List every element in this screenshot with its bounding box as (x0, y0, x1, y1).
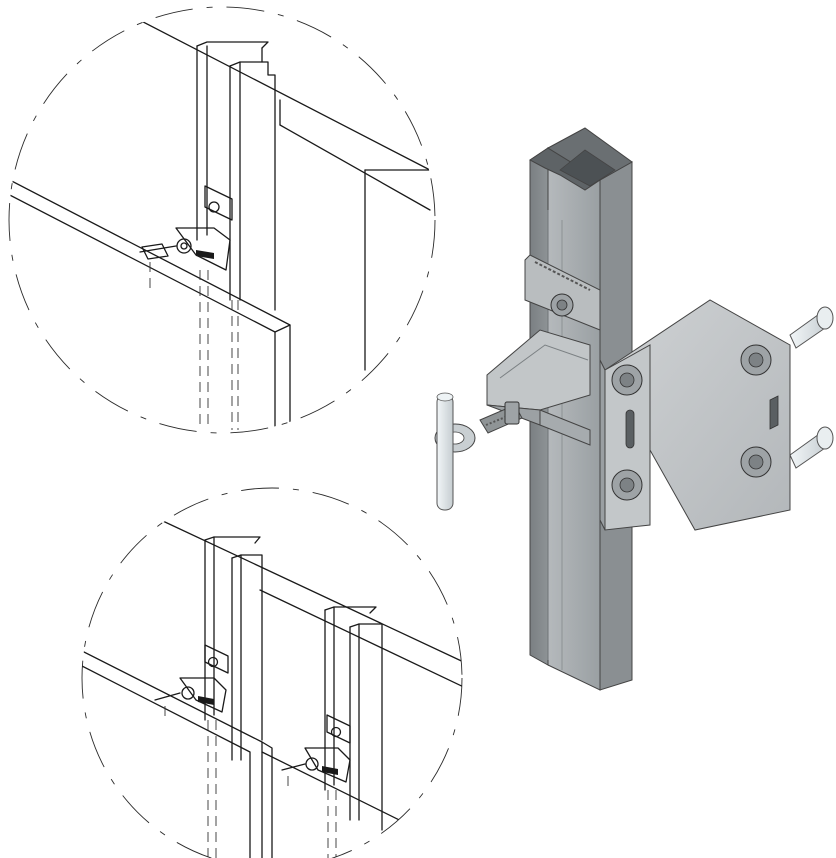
pin-rod (436, 394, 454, 511)
bolt-bracket-lower-left (611, 469, 643, 501)
bracket-slot-vertical (625, 409, 635, 449)
detail-circle-top (8, 6, 436, 434)
hex-nut (504, 401, 520, 425)
detail-view-single-upright (8, 6, 436, 434)
detail-view-panel-joint (81, 487, 463, 858)
anchor-bolt-lower (789, 426, 834, 469)
bracket-assembly-3d (434, 127, 834, 691)
panel-edge (9, 174, 291, 431)
bolt-bracket-lower-right (740, 446, 772, 478)
panel-edge-left (82, 649, 263, 858)
slab-edge-bottom (149, 514, 462, 666)
serrated-clamp-plate (524, 254, 601, 331)
bolt-bracket-upper-left (611, 364, 643, 396)
l-wall-bracket (599, 299, 791, 531)
bracket-plate (204, 185, 233, 221)
anchor-bolt-upper (789, 306, 834, 349)
bolt-bracket-upper-right (740, 344, 772, 376)
adjusting-clamp (434, 329, 591, 511)
detail-circle-bottom (81, 487, 463, 858)
